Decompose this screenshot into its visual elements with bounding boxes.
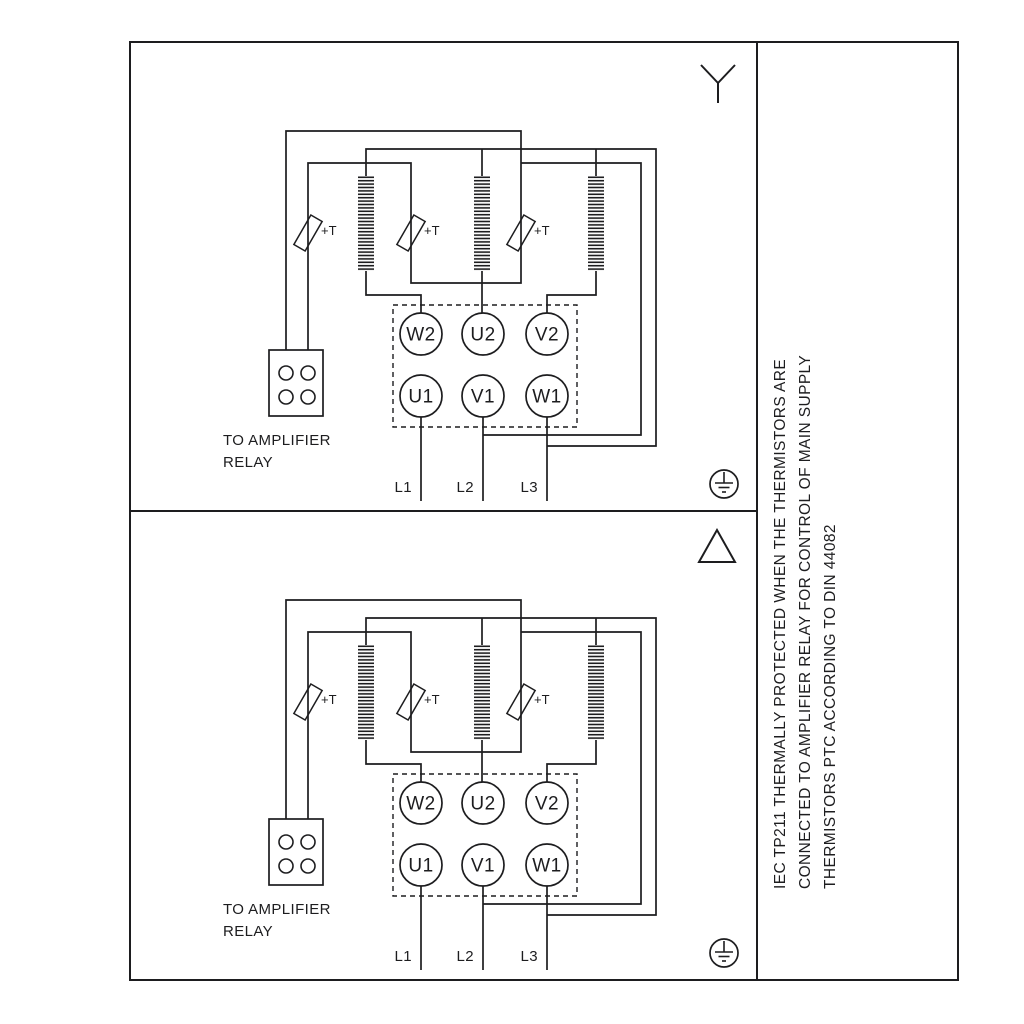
- terminal-w2: [399, 312, 443, 356]
- terminal-u2: [461, 781, 505, 825]
- terminal-v2: [525, 781, 569, 825]
- terminal-block-outline: [392, 304, 578, 428]
- thermistors: +T +T +T: [292, 214, 550, 252]
- thermistor-icon: [292, 683, 324, 721]
- terminal-block: W2 U2 V2 U1 V1 W1: [392, 773, 578, 897]
- side-note-line: IEC TP211 THERMALLY PROTECTED WHEN THE T…: [772, 358, 789, 889]
- terminal-w2: [399, 781, 443, 825]
- terminal-label: W1: [532, 387, 562, 408]
- terminal-u2: [461, 312, 505, 356]
- winding-coil: [358, 645, 374, 740]
- relay-terminal: [278, 389, 294, 405]
- thermistors: +T +T +T: [292, 683, 550, 721]
- side-note-line: THERMISTORS PTC ACCORDING TO DIN 44082: [822, 524, 839, 889]
- supply-label-l1: L1: [395, 479, 413, 496]
- terminal-label: V1: [471, 856, 495, 877]
- terminal-v2: [525, 312, 569, 356]
- amplifier-relay-terminals: TO AMPLIFIER RELAY: [223, 349, 331, 471]
- thermistor-label: +T: [321, 223, 337, 238]
- thermistor-icon: [505, 683, 537, 721]
- supply-line-labels: L1 L2 L3: [395, 948, 539, 965]
- terminal-v1: [461, 843, 505, 887]
- note-column-divider: [756, 43, 758, 979]
- terminal-label: U1: [408, 387, 433, 408]
- motor-windings: [358, 645, 604, 740]
- amplifier-relay-terminals: TO AMPLIFIER RELAY: [223, 818, 331, 940]
- supply-line-labels: L1 L2 L3: [395, 479, 539, 496]
- thermistor-label: +T: [534, 223, 550, 238]
- thermistor-icon: [505, 214, 537, 252]
- terminal-w1: [525, 374, 569, 418]
- terminal-block: W2 U2 V2 U1 V1 W1: [392, 304, 578, 428]
- winding-coil: [588, 645, 604, 740]
- winding-coil: [474, 645, 490, 740]
- terminal-label: V2: [535, 325, 559, 346]
- supply-label-l3: L3: [521, 948, 539, 965]
- relay-terminal: [278, 365, 294, 381]
- thermistor-label: +T: [424, 692, 440, 707]
- relay-terminal: [278, 834, 294, 850]
- panel-divider: [131, 510, 756, 512]
- side-note-column: IEC TP211 THERMALLY PROTECTED WHEN THE T…: [758, 43, 957, 979]
- terminal-label: V2: [535, 794, 559, 815]
- supply-label-l2: L2: [457, 948, 475, 965]
- diagram-column: +T +T +T W2 U2 V2 U1 V1: [131, 43, 756, 979]
- thermistor-icon: [395, 683, 427, 721]
- relay-caption: RELAY: [223, 923, 273, 940]
- terminal-label: U1: [408, 856, 433, 877]
- terminal-u1: [399, 843, 443, 887]
- relay-caption: TO AMPLIFIER: [223, 901, 331, 918]
- relay-terminal: [278, 858, 294, 874]
- thermistor-label: +T: [321, 692, 337, 707]
- relay-terminal: [300, 389, 316, 405]
- relay-terminal: [300, 858, 316, 874]
- supply-label-l2: L2: [457, 479, 475, 496]
- terminal-label: W2: [406, 325, 436, 346]
- side-note-line: CONNECTED TO AMPLIFIER RELAY FOR CONTROL…: [797, 354, 814, 889]
- terminal-block-outline: [392, 773, 578, 897]
- terminal-u1: [399, 374, 443, 418]
- thermistor-icon: [395, 214, 427, 252]
- wiring-lines: [285, 599, 657, 970]
- motor-windings: [358, 176, 604, 271]
- supply-label-l1: L1: [395, 948, 413, 965]
- panel-delta-wiring-diagram: +T +T +T W2 U2 V2 U1 V1: [223, 527, 739, 970]
- delta-connection-icon: [697, 527, 737, 563]
- thermistor-label: +T: [424, 223, 440, 238]
- relay-terminal-box: [268, 818, 324, 886]
- thermistor-label: +T: [534, 692, 550, 707]
- winding-coil: [358, 176, 374, 271]
- terminal-label: V1: [471, 387, 495, 408]
- side-note-text: IEC TP211 THERMALLY PROTECTED WHEN THE T…: [768, 355, 843, 889]
- relay-caption: RELAY: [223, 454, 273, 471]
- terminal-label: U2: [470, 794, 495, 815]
- terminal-label: W2: [406, 794, 436, 815]
- earth-ground-icon: [709, 469, 739, 499]
- thermistor-icon: [292, 214, 324, 252]
- relay-caption: TO AMPLIFIER: [223, 432, 331, 449]
- wiring-lines: [285, 130, 657, 501]
- terminal-w1: [525, 843, 569, 887]
- relay-terminal-box: [268, 349, 324, 417]
- terminal-label: W1: [532, 856, 562, 877]
- panel-star-wiring-diagram: +T +T +T W2 U2 V2 U1 V1: [223, 64, 739, 501]
- winding-coil: [588, 176, 604, 271]
- relay-terminal: [300, 834, 316, 850]
- terminal-label: U2: [470, 325, 495, 346]
- relay-terminal: [300, 365, 316, 381]
- supply-label-l3: L3: [521, 479, 539, 496]
- drawing-frame: +T +T +T W2 U2 V2 U1 V1: [129, 41, 959, 981]
- terminal-v1: [461, 374, 505, 418]
- earth-ground-icon: [709, 938, 739, 968]
- wye-connection-icon: [700, 64, 736, 103]
- winding-coil: [474, 176, 490, 271]
